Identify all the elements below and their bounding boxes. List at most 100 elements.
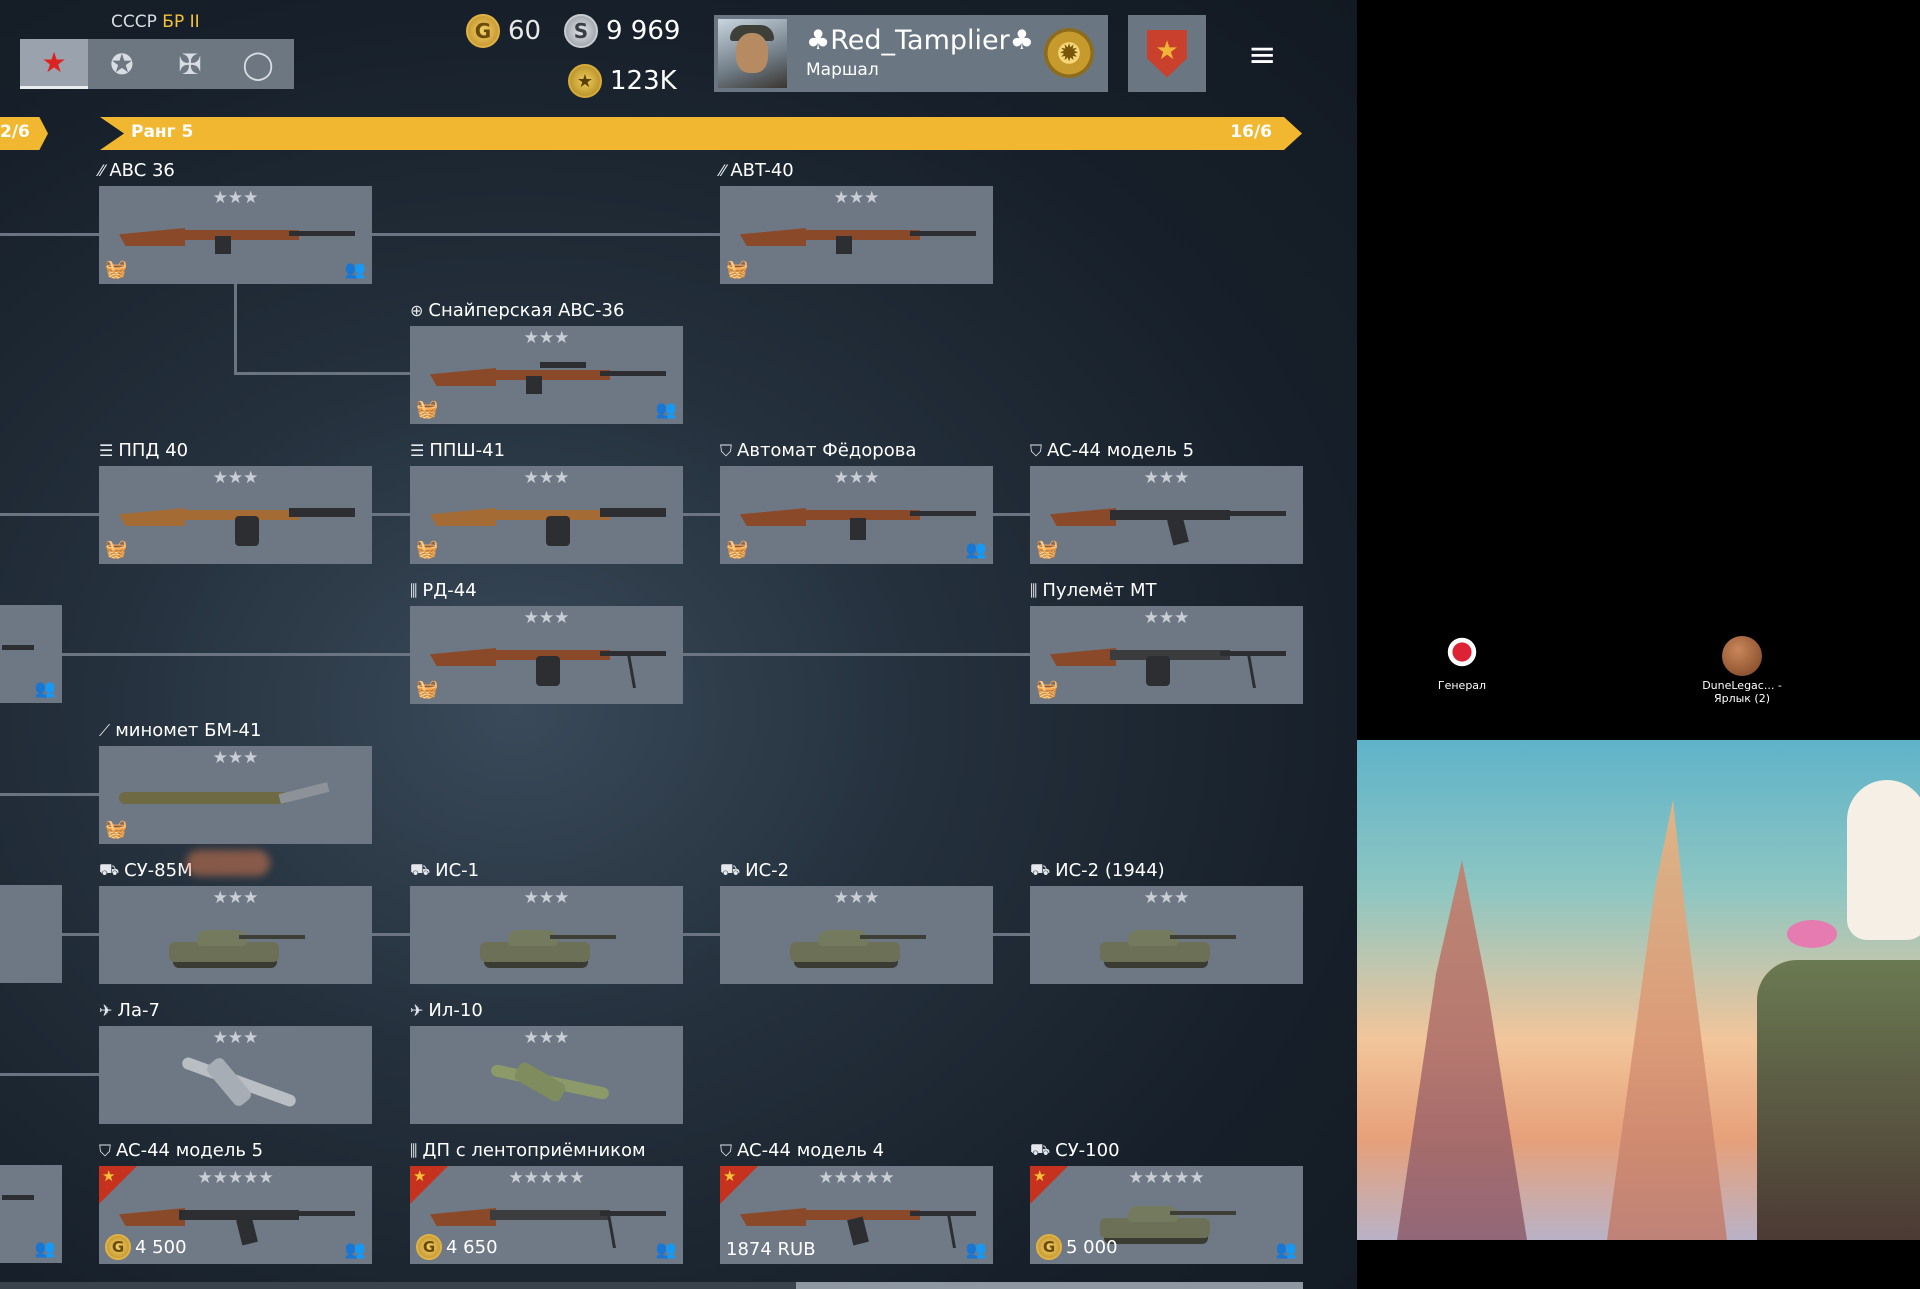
machine-gun-icon [1050, 634, 1286, 688]
card-title: СУ-100 [1055, 1140, 1120, 1161]
basket-icon: 🧺 [1036, 679, 1059, 700]
star-rating: ★★★ [1143, 468, 1190, 488]
tank-icon [1100, 1196, 1240, 1248]
card-label: ⛟ИС-1 [410, 860, 479, 881]
rank-progress: 16/6 [1230, 122, 1272, 142]
desktop-icon-dunelegacy[interactable]: DuneLegac... - Ярлык (2) [1697, 636, 1787, 705]
price: 1874 RUB [726, 1239, 816, 1260]
card-bm41[interactable]: ⟋миномет БМ-41 ★★★ 🧺 [99, 720, 372, 844]
squad-icon: 👥 [344, 260, 366, 280]
battle-rating: БР II [162, 12, 200, 32]
card-label: ⛟ИС-2 (1944) [1030, 860, 1165, 881]
horizontal-scrollbar[interactable] [0, 1282, 1303, 1289]
card-sniper-avs36[interactable]: ⊕Снайперская ABC-36 ★★★ 🧺 👥 [410, 300, 683, 424]
assault-rifle-icon [740, 1194, 976, 1248]
smg-class-icon: ☰ [99, 441, 114, 460]
nation-tabs: ★ ✪ ✠ ◯ [20, 39, 294, 89]
card-is1[interactable]: ⛟ИС-1 ★★★ [410, 860, 683, 984]
assault-rifle-icon [1050, 494, 1286, 546]
scrollbar-thumb[interactable] [796, 1282, 1303, 1289]
nation-label: СССР БР II [111, 12, 200, 32]
basket-icon: 🧺 [1036, 539, 1059, 560]
card-label: ☰ППШ-41 [410, 440, 505, 461]
squad-icon: 👥 [965, 1240, 987, 1260]
tank-class-icon: ⛟ [1030, 860, 1051, 879]
card-ppsh41[interactable]: ☰ППШ-41 ★★★ 🧺 [410, 440, 683, 564]
card-rd44[interactable]: ⫼РД-44 ★★★ 🧺 [410, 580, 683, 704]
assault-class-icon: ⛉ [720, 440, 733, 460]
assault-class-icon: ⛉ [99, 1140, 112, 1160]
card-il10[interactable]: ✈Ил-10 ★★★ [410, 1000, 683, 1124]
basket-icon: 🧺 [726, 539, 749, 560]
card-premium-as44-mod4[interactable]: ⛉AC-44 модель 4 ★ ★★★★★ 1874 RUB 👥 [720, 1140, 993, 1264]
star-rating: ★★★ [833, 888, 880, 908]
squad-icon: 👥 [655, 400, 677, 420]
tab-soviet[interactable]: ★ [20, 39, 88, 89]
desktop-icon-general[interactable]: Генерал [1417, 636, 1507, 692]
exp-amount: 123K [610, 66, 677, 96]
card-as44-mod5[interactable]: ⛉AC-44 модель 5 ★★★ 🧺 [1030, 440, 1303, 564]
squads-button[interactable]: ★ [1128, 15, 1206, 92]
card-avt40[interactable]: ⁄⁄ABT-40 ★★★ 🧺 [720, 160, 993, 284]
card-label: ☰ППД 40 [99, 440, 188, 461]
card-is2[interactable]: ⛟ИС-2 ★★★ [720, 860, 993, 984]
partial-card[interactable]: 👥 [0, 605, 62, 703]
prev-rank-progress: 2/6 [0, 122, 30, 142]
star-rating: ★★★ [1143, 888, 1190, 908]
overlay-smudge [186, 850, 270, 876]
card-title: AC-44 модель 4 [737, 1140, 885, 1161]
card-la7[interactable]: ✈Ла-7 ★★★ [99, 1000, 372, 1124]
card-title: Ла-7 [117, 1000, 160, 1021]
tab-germany[interactable]: ✠ [156, 39, 224, 89]
card-label: ⛉AC-44 модель 5 [99, 1140, 263, 1161]
card-su85m[interactable]: ⛟СУ-85М ★★★ [99, 860, 372, 984]
hamburger-menu-icon[interactable]: ≡ [1248, 35, 1277, 75]
profile-panel[interactable]: ♣Red_Tamplier♣ Маршал ✹ [714, 15, 1108, 92]
connector-line [234, 372, 410, 375]
star-rating: ★★★ [212, 188, 259, 208]
star-rating: ★★★★★ [1128, 1168, 1205, 1188]
rifle-class-icon: ⁄⁄ [720, 161, 726, 180]
exp-balance[interactable]: ★ 123K [568, 64, 677, 98]
card-avs36[interactable]: ⁄⁄ABC 36 ★★★ 🧺 👥 [99, 160, 372, 284]
connector-line [62, 933, 100, 936]
allied-star-icon: ✪ [110, 47, 134, 81]
desktop: Генерал DuneLegac... - Ярлык (2) [1357, 0, 1920, 740]
card-title: Снайперская ABC-36 [428, 300, 625, 321]
partial-card[interactable]: 👥 [0, 1165, 62, 1263]
card-label: ⊕Снайперская ABC-36 [410, 300, 624, 321]
star-rating: ★★★ [833, 468, 880, 488]
exp-coin-icon: ★ [568, 64, 602, 98]
silver-balance[interactable]: S 9 969 [564, 14, 680, 48]
partial-card[interactable] [0, 885, 62, 983]
connector-line [992, 933, 1030, 936]
premium-flag [720, 1166, 758, 1204]
premium-flag [99, 1166, 137, 1204]
desktop-strip [1357, 1240, 1920, 1289]
card-title: ИС-2 (1944) [1055, 860, 1165, 881]
rank-label: Ранг 5 [131, 122, 194, 142]
connector-line [0, 513, 99, 516]
card-title: СУ-85М [124, 860, 193, 881]
star-rating: ★★★ [523, 468, 570, 488]
card-label: ⛉AC-44 модель 4 [720, 1140, 884, 1161]
tank-icon [480, 920, 620, 972]
tab-japan[interactable]: ◯ [224, 39, 292, 89]
mortar-icon [119, 782, 355, 814]
card-title: Автомат Фёдорова [737, 440, 917, 461]
gold-balance[interactable]: G 60 [466, 14, 541, 48]
card-fedorov[interactable]: ⛉Автомат Фёдорова ★★★ 🧺 👥 [720, 440, 993, 564]
star-rating: ★★★ [523, 328, 570, 348]
star-rating: ★★★ [833, 188, 880, 208]
card-is2-1944[interactable]: ⛟ИС-2 (1944) ★★★ [1030, 860, 1303, 984]
card-ppd40[interactable]: ☰ППД 40 ★★★ 🧺 [99, 440, 372, 564]
card-mt[interactable]: ⫼Пулемёт МТ ★★★ 🧺 [1030, 580, 1303, 704]
tab-allies[interactable]: ✪ [88, 39, 156, 89]
assault-class-icon: ⛉ [1030, 440, 1043, 460]
star-icon: ★ [41, 46, 67, 79]
card-title: ППД 40 [118, 440, 189, 461]
